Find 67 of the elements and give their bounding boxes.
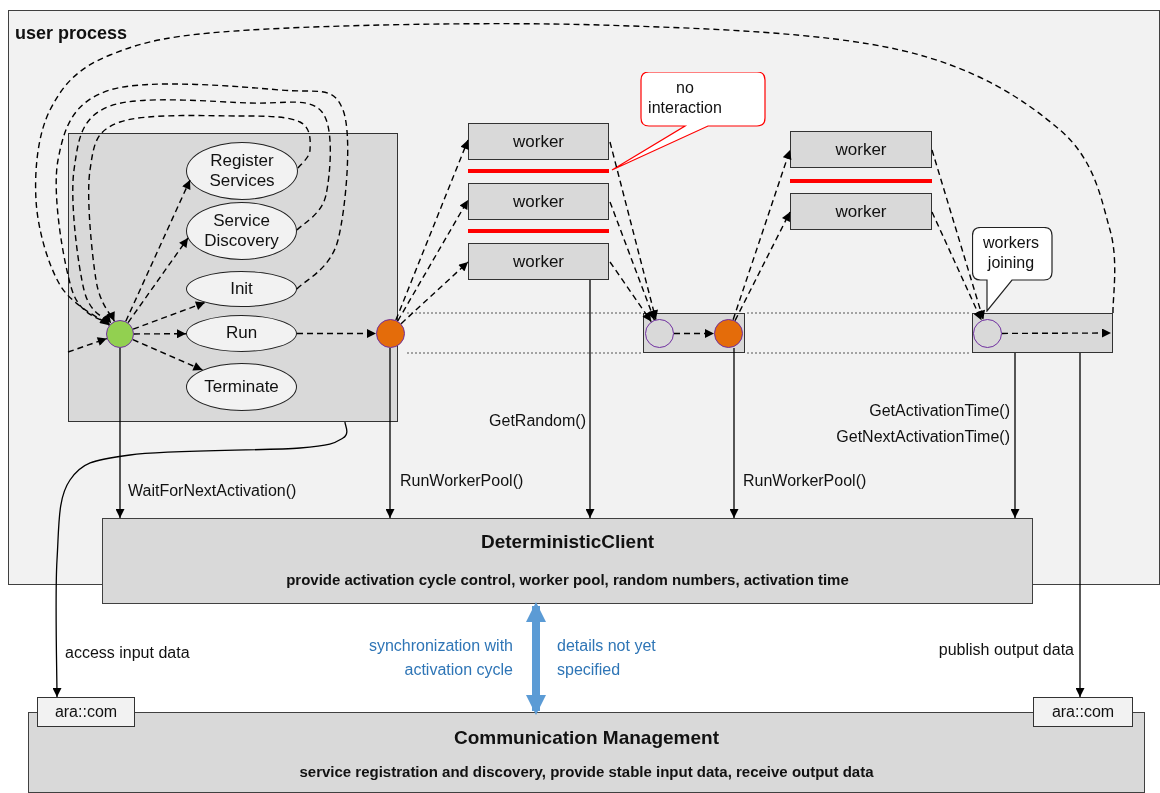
fork-circle <box>714 319 743 348</box>
port-box: ara::com <box>37 697 135 727</box>
arrow <box>585 279 595 519</box>
arrow <box>729 347 739 519</box>
dashed-arrow <box>296 329 377 338</box>
dashed-arrow <box>673 329 715 338</box>
port-box: ara::com <box>1033 697 1133 727</box>
component-description: service registration and discovery, provide stable input data, receive output data <box>298 763 875 780</box>
arrow <box>1010 352 1020 519</box>
dashed-arrow <box>133 329 187 339</box>
dashed-arrow <box>1001 328 1112 338</box>
join-circle <box>645 319 674 348</box>
dashed-arrow <box>132 301 206 330</box>
start-state-circle <box>106 320 134 348</box>
double-arrow <box>526 602 546 715</box>
dashed-arrow <box>55 83 349 326</box>
edge-label: WaitForNextActivation() <box>128 481 297 501</box>
edge-label: RunWorkerPool() <box>743 471 867 491</box>
dashed-arrow <box>72 99 331 324</box>
callout: no interaction <box>610 72 766 172</box>
dashed-arrow <box>609 201 656 321</box>
note-text: synchronization with activation cycle <box>367 636 513 680</box>
dashed-arrow <box>395 139 469 321</box>
note-text: details not yet specified <box>557 636 657 680</box>
state-machine-box <box>68 133 398 422</box>
dashed-arrow <box>67 337 108 353</box>
worker-box: worker <box>468 183 609 220</box>
dashed-arrow <box>609 141 658 321</box>
worker-box: worker <box>468 123 609 160</box>
edge-label: RunWorkerPool() <box>400 471 524 491</box>
worker-box: worker <box>790 193 932 230</box>
state-ellipse: Terminate <box>186 363 297 411</box>
component-title: DeterministicClient <box>479 531 656 553</box>
arrow <box>115 347 125 519</box>
join-circle <box>973 319 1002 348</box>
arrow <box>1075 352 1085 698</box>
dashed-arrow <box>732 149 792 321</box>
state-ellipse: Init <box>186 271 297 307</box>
dashed-arrow <box>125 179 191 322</box>
sync-box <box>972 313 1113 353</box>
component-box <box>102 518 1033 604</box>
dashed-arrow <box>127 237 189 324</box>
dashed-arrow <box>88 114 311 322</box>
state-ellipse: Run <box>186 315 297 352</box>
panel-title: user process <box>15 23 128 44</box>
dashed-arrow <box>931 211 983 321</box>
callout: workers joining <box>972 227 1053 312</box>
worker-box: worker <box>468 243 609 280</box>
dashed-arrow <box>931 149 985 321</box>
dashed-arrow <box>609 261 652 323</box>
edge-label: GetRandom() <box>488 411 586 431</box>
arrow <box>385 347 395 519</box>
component-title: Communication Management <box>453 727 720 749</box>
edge-label: GetActivationTime() GetNextActivationTime() <box>835 401 1010 447</box>
dashed-arrow <box>397 199 469 322</box>
edge-label: access input data <box>65 643 190 663</box>
state-ellipse: Register Services <box>186 142 298 200</box>
arrow <box>52 421 348 698</box>
dashed-arrow <box>400 261 469 325</box>
state-ellipse: Service Discovery <box>186 202 297 260</box>
dashed-arrow <box>34 22 1116 326</box>
sync-box <box>643 313 745 353</box>
component-description: provide activation cycle control, worker pool, random numbers, activation time <box>285 571 850 588</box>
worker-box: worker <box>790 131 932 168</box>
edge-label: publish output data <box>937 640 1074 660</box>
dashed-arrow <box>734 211 791 322</box>
dashed-arrow <box>132 338 204 371</box>
